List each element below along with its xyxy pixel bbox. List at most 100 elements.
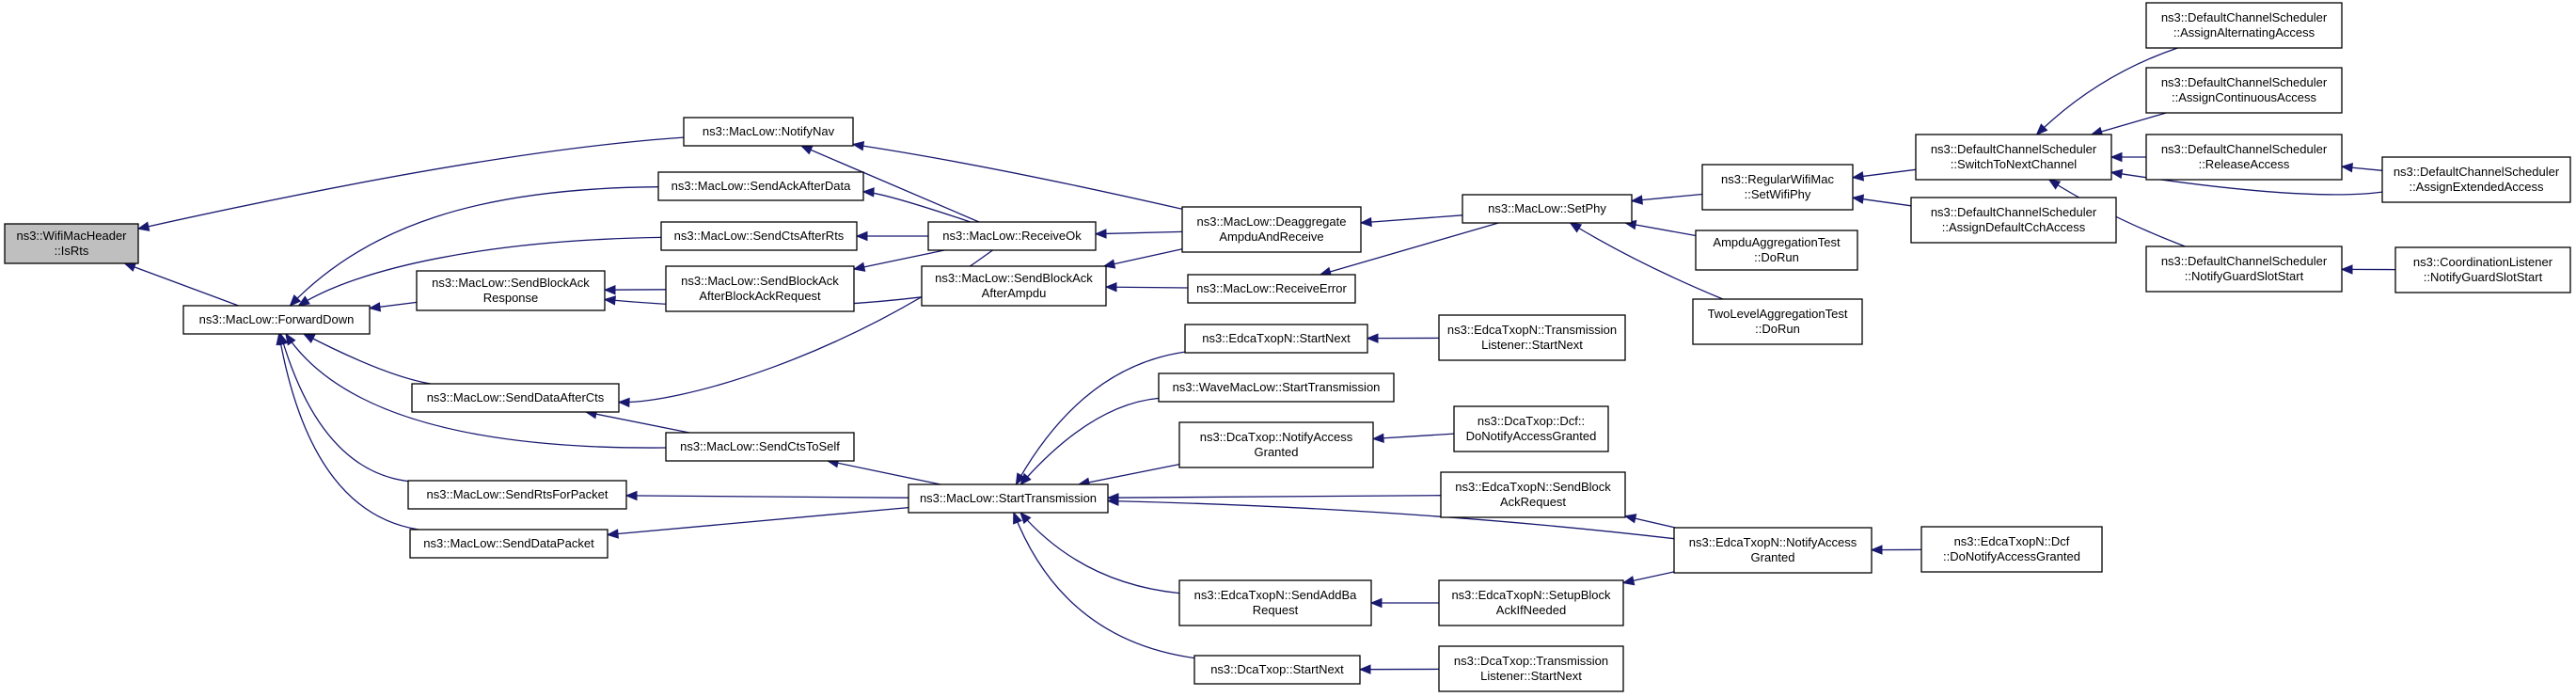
call-edge-starttransmission-to-sendctstoself bbox=[827, 460, 941, 485]
function-node-isrts[interactable]: ns3::WifiMacHeader::IsRts bbox=[4, 223, 139, 264]
arrowhead-icon bbox=[1621, 576, 1636, 586]
function-node-receiveok[interactable]: ns3::MacLow::ReceiveOk bbox=[927, 221, 1097, 251]
function-node-dcatxlistener[interactable]: ns3::DcaTxop::TransmissionListener::Star… bbox=[1438, 645, 1624, 692]
arrowhead-icon bbox=[1851, 194, 1865, 204]
node-label-line: ns3::MacLow::SetPhy bbox=[1488, 201, 1606, 215]
function-node-switchtonext[interactable]: ns3::DefaultChannelScheduler::SwitchToNe… bbox=[1915, 134, 2112, 181]
node-box bbox=[908, 483, 1109, 514]
node-label-line: Response bbox=[483, 291, 539, 305]
node-label-line: ns3::MacLow::ReceiveError bbox=[1196, 281, 1347, 295]
function-node-assigncontinuous[interactable]: ns3::DefaultChannelScheduler::AssignCont… bbox=[2145, 67, 2343, 114]
function-node-senddataafterctss[interactable]: ns3::MacLow::SendDataAfterCts bbox=[411, 383, 620, 413]
node-label-line: DoNotifyAccessGranted bbox=[1466, 429, 1597, 443]
function-node-edcatxlistener[interactable]: ns3::EdcaTxopN::TransmissionListener::St… bbox=[1438, 314, 1626, 361]
node-box bbox=[1453, 405, 1609, 452]
node-label-line: ns3::CoordinationListener bbox=[2413, 255, 2553, 269]
arrowhead-icon bbox=[1369, 597, 1383, 609]
arrowhead-icon bbox=[1870, 545, 1883, 555]
function-node-receiveerror[interactable]: ns3::MacLow::ReceiveError bbox=[1187, 274, 1356, 304]
arrowhead-icon bbox=[2110, 168, 2124, 180]
node-box bbox=[665, 432, 855, 462]
function-node-dcadonotify[interactable]: ns3::DcaTxop::Dcf::DoNotifyAccessGranted bbox=[1453, 405, 1609, 452]
function-node-edcadcfnotify[interactable]: ns3::EdcaTxopN::Dcf::DoNotifyAccessGrant… bbox=[1920, 526, 2103, 573]
node-box bbox=[2381, 156, 2571, 203]
node-label-line: ns3::DefaultChannelScheduler bbox=[2394, 165, 2560, 179]
arrowhead-icon bbox=[855, 230, 868, 242]
node-label-line: ns3::EdcaTxopN::Transmission bbox=[1447, 323, 1617, 337]
node-label-line: ::ReleaseAccess bbox=[2199, 157, 2290, 171]
node-label-line: TwoLevelAggregationTest bbox=[1708, 307, 1848, 321]
node-box bbox=[2145, 67, 2343, 114]
function-node-notifyguardslot[interactable]: ns3::DefaultChannelScheduler::NotifyGuar… bbox=[2145, 246, 2343, 293]
node-label-line: ::NotifyGuardSlotStart bbox=[2424, 270, 2543, 284]
function-node-edcastartnext[interactable]: ns3::EdcaTxopN::StartNext bbox=[1184, 324, 1368, 354]
node-label-line: Granted bbox=[1751, 550, 1795, 564]
function-node-forwarddown[interactable]: ns3::MacLow::ForwardDown bbox=[182, 305, 371, 335]
call-edge-deaggregate-to-notifynav bbox=[852, 143, 1183, 210]
function-node-starttransmission[interactable]: ns3::MacLow::StartTransmission bbox=[908, 483, 1109, 514]
function-node-sendctstoself[interactable]: ns3::MacLow::SendCtsToSelf bbox=[665, 432, 855, 462]
function-node-edcanotifyaccess[interactable]: ns3::EdcaTxopN::NotifyAccessGranted bbox=[1673, 527, 1873, 574]
node-label-line: AmpduAndReceive bbox=[1219, 230, 1323, 244]
node-label-line: ns3::EdcaTxopN::SetupBlock bbox=[1451, 588, 1611, 602]
node-box bbox=[2145, 246, 2343, 293]
call-edge-setphy-to-receiveerror bbox=[1320, 222, 1499, 276]
node-box bbox=[1701, 164, 1854, 211]
node-box bbox=[1910, 197, 2117, 244]
function-node-coordlistener[interactable]: ns3::CoordinationListener::NotifyGuardSl… bbox=[2394, 246, 2571, 293]
node-label-line: ::DoRun bbox=[1754, 250, 1799, 264]
node-box bbox=[1915, 134, 2112, 181]
node-box bbox=[1438, 645, 1624, 692]
function-node-regularsetwifiphy[interactable]: ns3::RegularWifiMac::SetWifiPhy bbox=[1701, 164, 1854, 211]
function-node-ampdutest[interactable]: AmpduAggregationTest::DoRun bbox=[1695, 230, 1858, 271]
node-label-line: ns3::DefaultChannelScheduler bbox=[2161, 75, 2328, 89]
function-node-sendrtsforpacket[interactable]: ns3::MacLow::SendRtsForPacket bbox=[407, 480, 627, 510]
arrowhead-icon bbox=[624, 490, 638, 501]
call-edge-sendctstoself-to-forwarddown bbox=[285, 333, 667, 449]
node-label-line: ns3::RegularWifiMac bbox=[1721, 172, 1834, 186]
arrowhead-icon bbox=[851, 141, 865, 151]
node-box bbox=[407, 480, 627, 510]
call-edge-sendackafterdata-to-forwarddown bbox=[289, 186, 659, 307]
node-label-line: AfterBlockAckRequest bbox=[699, 289, 821, 303]
function-node-notifynav[interactable]: ns3::MacLow::NotifyNav bbox=[683, 117, 854, 147]
arrowhead-icon bbox=[603, 284, 616, 295]
node-label-line: ns3::DefaultChannelScheduler bbox=[2161, 254, 2328, 268]
arrowhead-icon bbox=[1104, 281, 1117, 293]
node-label-line: ns3::MacLow::Deaggregate bbox=[1197, 214, 1347, 229]
arrowhead-icon bbox=[302, 333, 316, 343]
call-edge-starttransmission-to-sendrtsforpacket bbox=[625, 495, 909, 499]
node-box bbox=[1695, 230, 1858, 271]
node-box bbox=[927, 221, 1097, 251]
function-node-dcastartnext[interactable]: ns3::DcaTxop::StartNext bbox=[1193, 655, 1361, 685]
function-node-sendctsafterrts[interactable]: ns3::MacLow::SendCtsAfterRts bbox=[660, 221, 858, 251]
function-node-twoleveltest[interactable]: TwoLevelAggregationTest::DoRun bbox=[1692, 298, 1863, 345]
function-node-sendblockackafterblockackrequest[interactable]: ns3::MacLow::SendBlockAckAfterBlockAckRe… bbox=[665, 265, 855, 312]
function-node-releaseaccess[interactable]: ns3::DefaultChannelScheduler::ReleaseAcc… bbox=[2145, 134, 2343, 181]
call-edge-assignalternating-to-switchtonext bbox=[2036, 47, 2178, 135]
function-node-dcanotifyaccess[interactable]: ns3::DcaTxop::NotifyAccessGranted bbox=[1178, 421, 1374, 468]
node-box bbox=[1193, 655, 1361, 685]
arrowhead-icon bbox=[1019, 511, 1032, 525]
function-node-setphy[interactable]: ns3::MacLow::SetPhy bbox=[1462, 194, 1633, 224]
function-node-assignextended[interactable]: ns3::DefaultChannelScheduler::AssignExte… bbox=[2381, 156, 2571, 203]
node-box bbox=[182, 305, 371, 335]
function-node-wavestarttx[interactable]: ns3::WaveMacLow::StartTransmission bbox=[1158, 372, 1395, 403]
function-node-sendackafterdata[interactable]: ns3::MacLow::SendAckAfterData bbox=[657, 171, 864, 201]
node-box bbox=[1178, 579, 1372, 626]
node-label-line: ::DoRun bbox=[1755, 322, 1800, 336]
function-node-assigndefaultcch[interactable]: ns3::DefaultChannelScheduler::AssignDefa… bbox=[1910, 197, 2117, 244]
function-node-senddatapacket[interactable]: ns3::MacLow::SendDataPacket bbox=[409, 529, 608, 559]
node-box bbox=[1438, 314, 1626, 361]
node-box bbox=[1158, 372, 1395, 403]
arrowhead-icon bbox=[1851, 171, 1865, 182]
function-node-assignalternating[interactable]: ns3::DefaultChannelScheduler::AssignAlte… bbox=[2145, 2, 2343, 49]
arrowhead-icon bbox=[123, 262, 137, 272]
call-edge-senddatapacket-to-forwarddown bbox=[277, 333, 419, 531]
